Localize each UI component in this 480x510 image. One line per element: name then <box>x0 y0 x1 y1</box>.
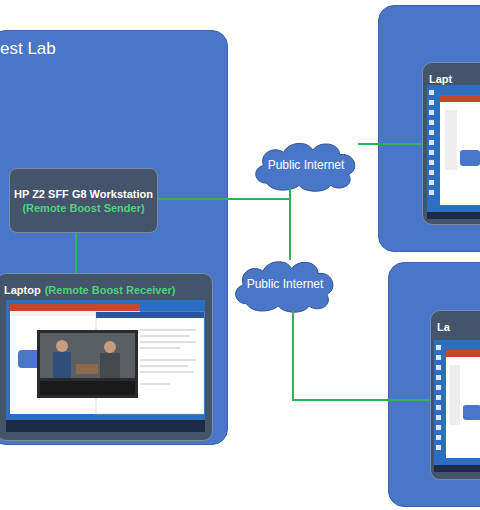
shape <box>18 350 42 368</box>
person <box>56 340 68 352</box>
app-window <box>446 350 480 458</box>
lab-group: est LabHP Z2 SFF G8 Workstation(Remote B… <box>0 30 228 445</box>
node-title: La <box>437 321 450 333</box>
slide-pane <box>450 365 460 425</box>
cloud-shape <box>236 262 333 312</box>
node-title: Laptop <box>4 284 41 296</box>
network-link <box>158 188 290 199</box>
internet-cloud: Public Internet <box>250 137 362 192</box>
video-frame <box>40 333 135 378</box>
network-link <box>75 233 77 273</box>
ribbon <box>10 304 140 311</box>
app-window <box>440 95 480 205</box>
shape <box>460 150 480 166</box>
document-window <box>96 312 204 414</box>
cloud-shape <box>256 143 355 191</box>
ribbon <box>96 312 204 318</box>
app-window <box>10 304 140 414</box>
desktop-icons <box>429 90 434 195</box>
screen <box>6 300 205 432</box>
internet-cloud: Public Internet <box>230 255 340 313</box>
person <box>100 353 120 378</box>
laptop-box: Laptop (Remote Boost Receiver) <box>0 273 213 441</box>
video-window <box>37 330 138 398</box>
person <box>53 352 71 378</box>
person <box>104 341 116 353</box>
node-title: HP Z2 SFF G8 Workstation <box>14 187 153 201</box>
ribbon <box>440 95 480 102</box>
role-label: (Remote Boost Receiver) <box>45 284 176 296</box>
ribbon <box>446 350 480 357</box>
taskbar <box>6 420 205 432</box>
node-title: Public Internet <box>268 158 345 172</box>
taskbar <box>434 465 480 472</box>
desk <box>76 364 98 374</box>
network-link <box>358 143 422 145</box>
ribbon <box>10 311 140 316</box>
node-title: est Lab <box>0 39 56 58</box>
group-header: est Lab <box>0 39 56 59</box>
screen <box>427 85 480 219</box>
network-link <box>158 199 290 260</box>
node-title: Lapt <box>429 73 452 85</box>
controls <box>40 381 135 395</box>
laptop-header: Lapt <box>429 72 452 86</box>
screen <box>434 340 480 472</box>
shape <box>463 405 480 420</box>
workstation-box: HP Z2 SFF G8 Workstation(Remote Boost Se… <box>9 168 158 233</box>
network-link <box>293 311 430 400</box>
role-label: (Remote Boost Sender) <box>22 201 144 215</box>
laptop-box: La <box>430 310 480 480</box>
laptop-header: Laptop (Remote Boost Receiver) <box>4 283 176 297</box>
laptop-box: Lapt <box>422 62 480 225</box>
desktop-icons <box>436 345 441 450</box>
node-title: Public Internet <box>247 277 324 291</box>
laptop-header: La <box>437 320 450 334</box>
slide-pane <box>445 110 457 170</box>
text-lines <box>140 330 196 384</box>
taskbar <box>427 212 480 219</box>
